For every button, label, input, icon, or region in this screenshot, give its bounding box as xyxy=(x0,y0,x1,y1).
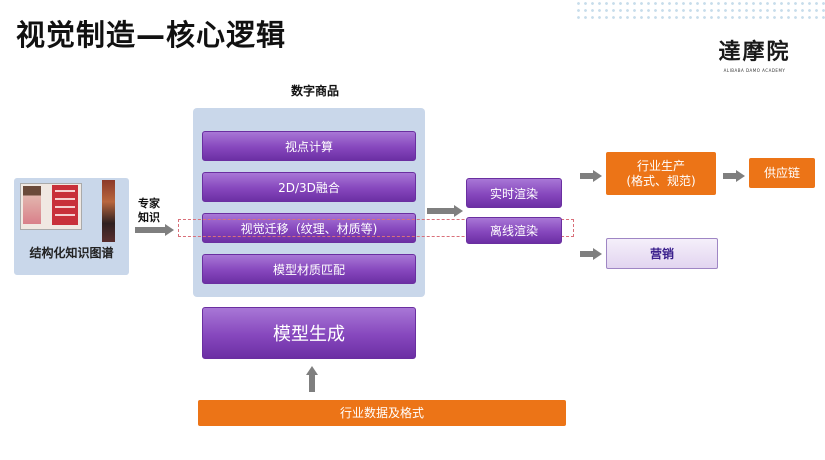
highlight-dashed-frame xyxy=(178,219,574,237)
fashion-model-figure xyxy=(23,186,41,224)
damo-academy-logo: 達摩院 ALIBABA DAMO ACADEMY xyxy=(712,34,797,73)
arrow-right-icon xyxy=(593,170,602,182)
node-line xyxy=(55,190,75,192)
material-swatch-image xyxy=(102,180,115,242)
arrow-right-icon xyxy=(454,205,463,217)
arrow-right-shaft xyxy=(580,251,593,257)
arrow-right-shaft xyxy=(135,227,165,233)
model-material-matching-box: 模型材质匹配 xyxy=(202,254,416,284)
model-generation-box: 模型生成 xyxy=(202,307,416,359)
knowledge-graph-label: 结构化知识图谱 xyxy=(29,246,114,260)
offline-rendering-box: 离线渲染 xyxy=(466,217,562,244)
decorative-dot-pattern xyxy=(575,0,825,22)
arrow-right-icon xyxy=(165,224,174,236)
2d-3d-fusion-box: 2D/3D融合 xyxy=(202,172,416,202)
viewpoint-computation-box: 视点计算 xyxy=(202,131,416,161)
industry-production-box: 行业生产 (格式、规范) xyxy=(606,152,716,195)
marketing-box: 营销 xyxy=(606,238,718,269)
arrow-right-shaft xyxy=(580,173,593,179)
arrow-right-shaft xyxy=(427,208,454,214)
supply-chain-box: 供应链 xyxy=(749,158,815,188)
arrow-right-shaft xyxy=(723,173,736,179)
node-line xyxy=(55,214,75,216)
arrow-right-icon xyxy=(736,170,745,182)
arrow-up-icon xyxy=(306,366,318,375)
node-line xyxy=(55,198,75,200)
digital-goods-label: 数字商品 xyxy=(290,84,339,98)
node-line xyxy=(55,206,75,208)
visual-transfer-box: 视觉迁移（纹理、材质等) xyxy=(202,213,416,243)
logo-text: 達摩院 xyxy=(718,39,791,65)
page-title: 视觉制造—核心逻辑 xyxy=(16,18,287,52)
industry-data-box: 行业数据及格式 xyxy=(198,400,566,426)
expert-knowledge-label: 专家 知识 xyxy=(138,197,160,224)
arrow-up-shaft xyxy=(309,375,315,392)
logo-subtext: ALIBABA DAMO ACADEMY xyxy=(723,68,786,73)
realtime-rendering-box: 实时渲染 xyxy=(466,178,562,208)
arrow-right-icon xyxy=(593,248,602,260)
